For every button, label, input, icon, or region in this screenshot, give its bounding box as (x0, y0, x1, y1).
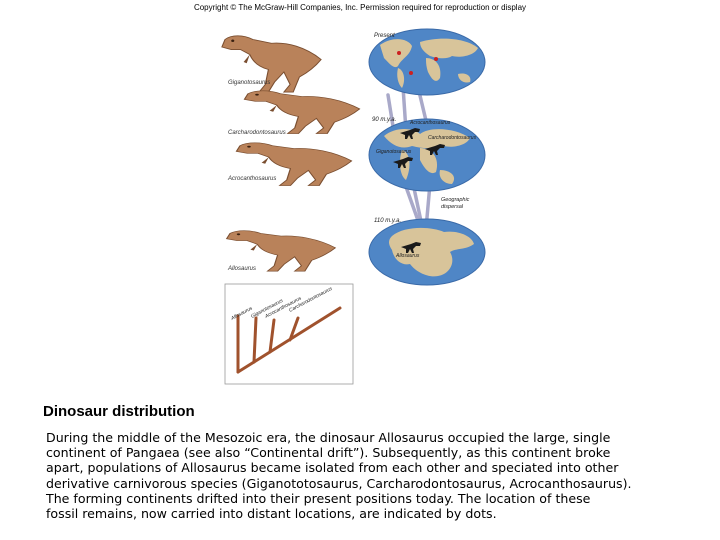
label-carcharodontosaurus: Carcharodontosaurus (228, 130, 286, 136)
caption-line: continent of Pangaea (see also “Continen… (46, 445, 706, 460)
phylogenetic-tree: Allosaurus Giganotosaurus Acrocanthosaur… (225, 284, 353, 384)
dinosaur-carcharodontosaurus (244, 91, 359, 134)
caption-line: fossil remains, now carried into distant… (46, 506, 706, 521)
map-90-mya: 90 m.y.a. Acrocanthosaurus Carcharodonto… (369, 117, 485, 191)
caption-paragraph: During the middle of the Mesozoic era, t… (46, 430, 706, 521)
section-heading: Dinosaur distribution (43, 403, 195, 420)
map-110-mya: 110 m.y.a. Allosaurus (369, 218, 485, 285)
label-giganotosaurus: Giganotosaurus (228, 80, 270, 86)
label-allosaurus: Allosaurus (227, 266, 256, 272)
map-present: Present (369, 29, 485, 95)
map-110-label: 110 m.y.a. (374, 218, 401, 224)
dispersal-label-1: Geographic (441, 197, 470, 203)
map-present-label: Present (374, 33, 395, 39)
map-label-allosaurus: Allosaurus (395, 253, 420, 259)
map-label-acrocanthosaurus: Acrocanthosaurus (409, 120, 451, 126)
caption-line: During the middle of the Mesozoic era, t… (46, 430, 706, 445)
dispersal-label-2: dispersal (441, 204, 464, 210)
caption-line: The forming continents drifted into thei… (46, 491, 706, 506)
map-label-carcharodontosaurus: Carcharodontosaurus (428, 135, 477, 141)
map-90-label: 90 m.y.a. (372, 117, 396, 123)
caption-line: apart, populations of Allosaurus became … (46, 460, 706, 475)
map-label-giganotosaurus: Giganotosaurus (376, 149, 412, 155)
dinosaur-distribution-figure: Giganotosaurus Carcharodontosaurus Acroc… (0, 0, 720, 400)
label-acrocanthosaurus: Acrocanthosaurus (227, 176, 276, 182)
caption-line: derivative carnivorous species (Giganoto… (46, 476, 706, 491)
